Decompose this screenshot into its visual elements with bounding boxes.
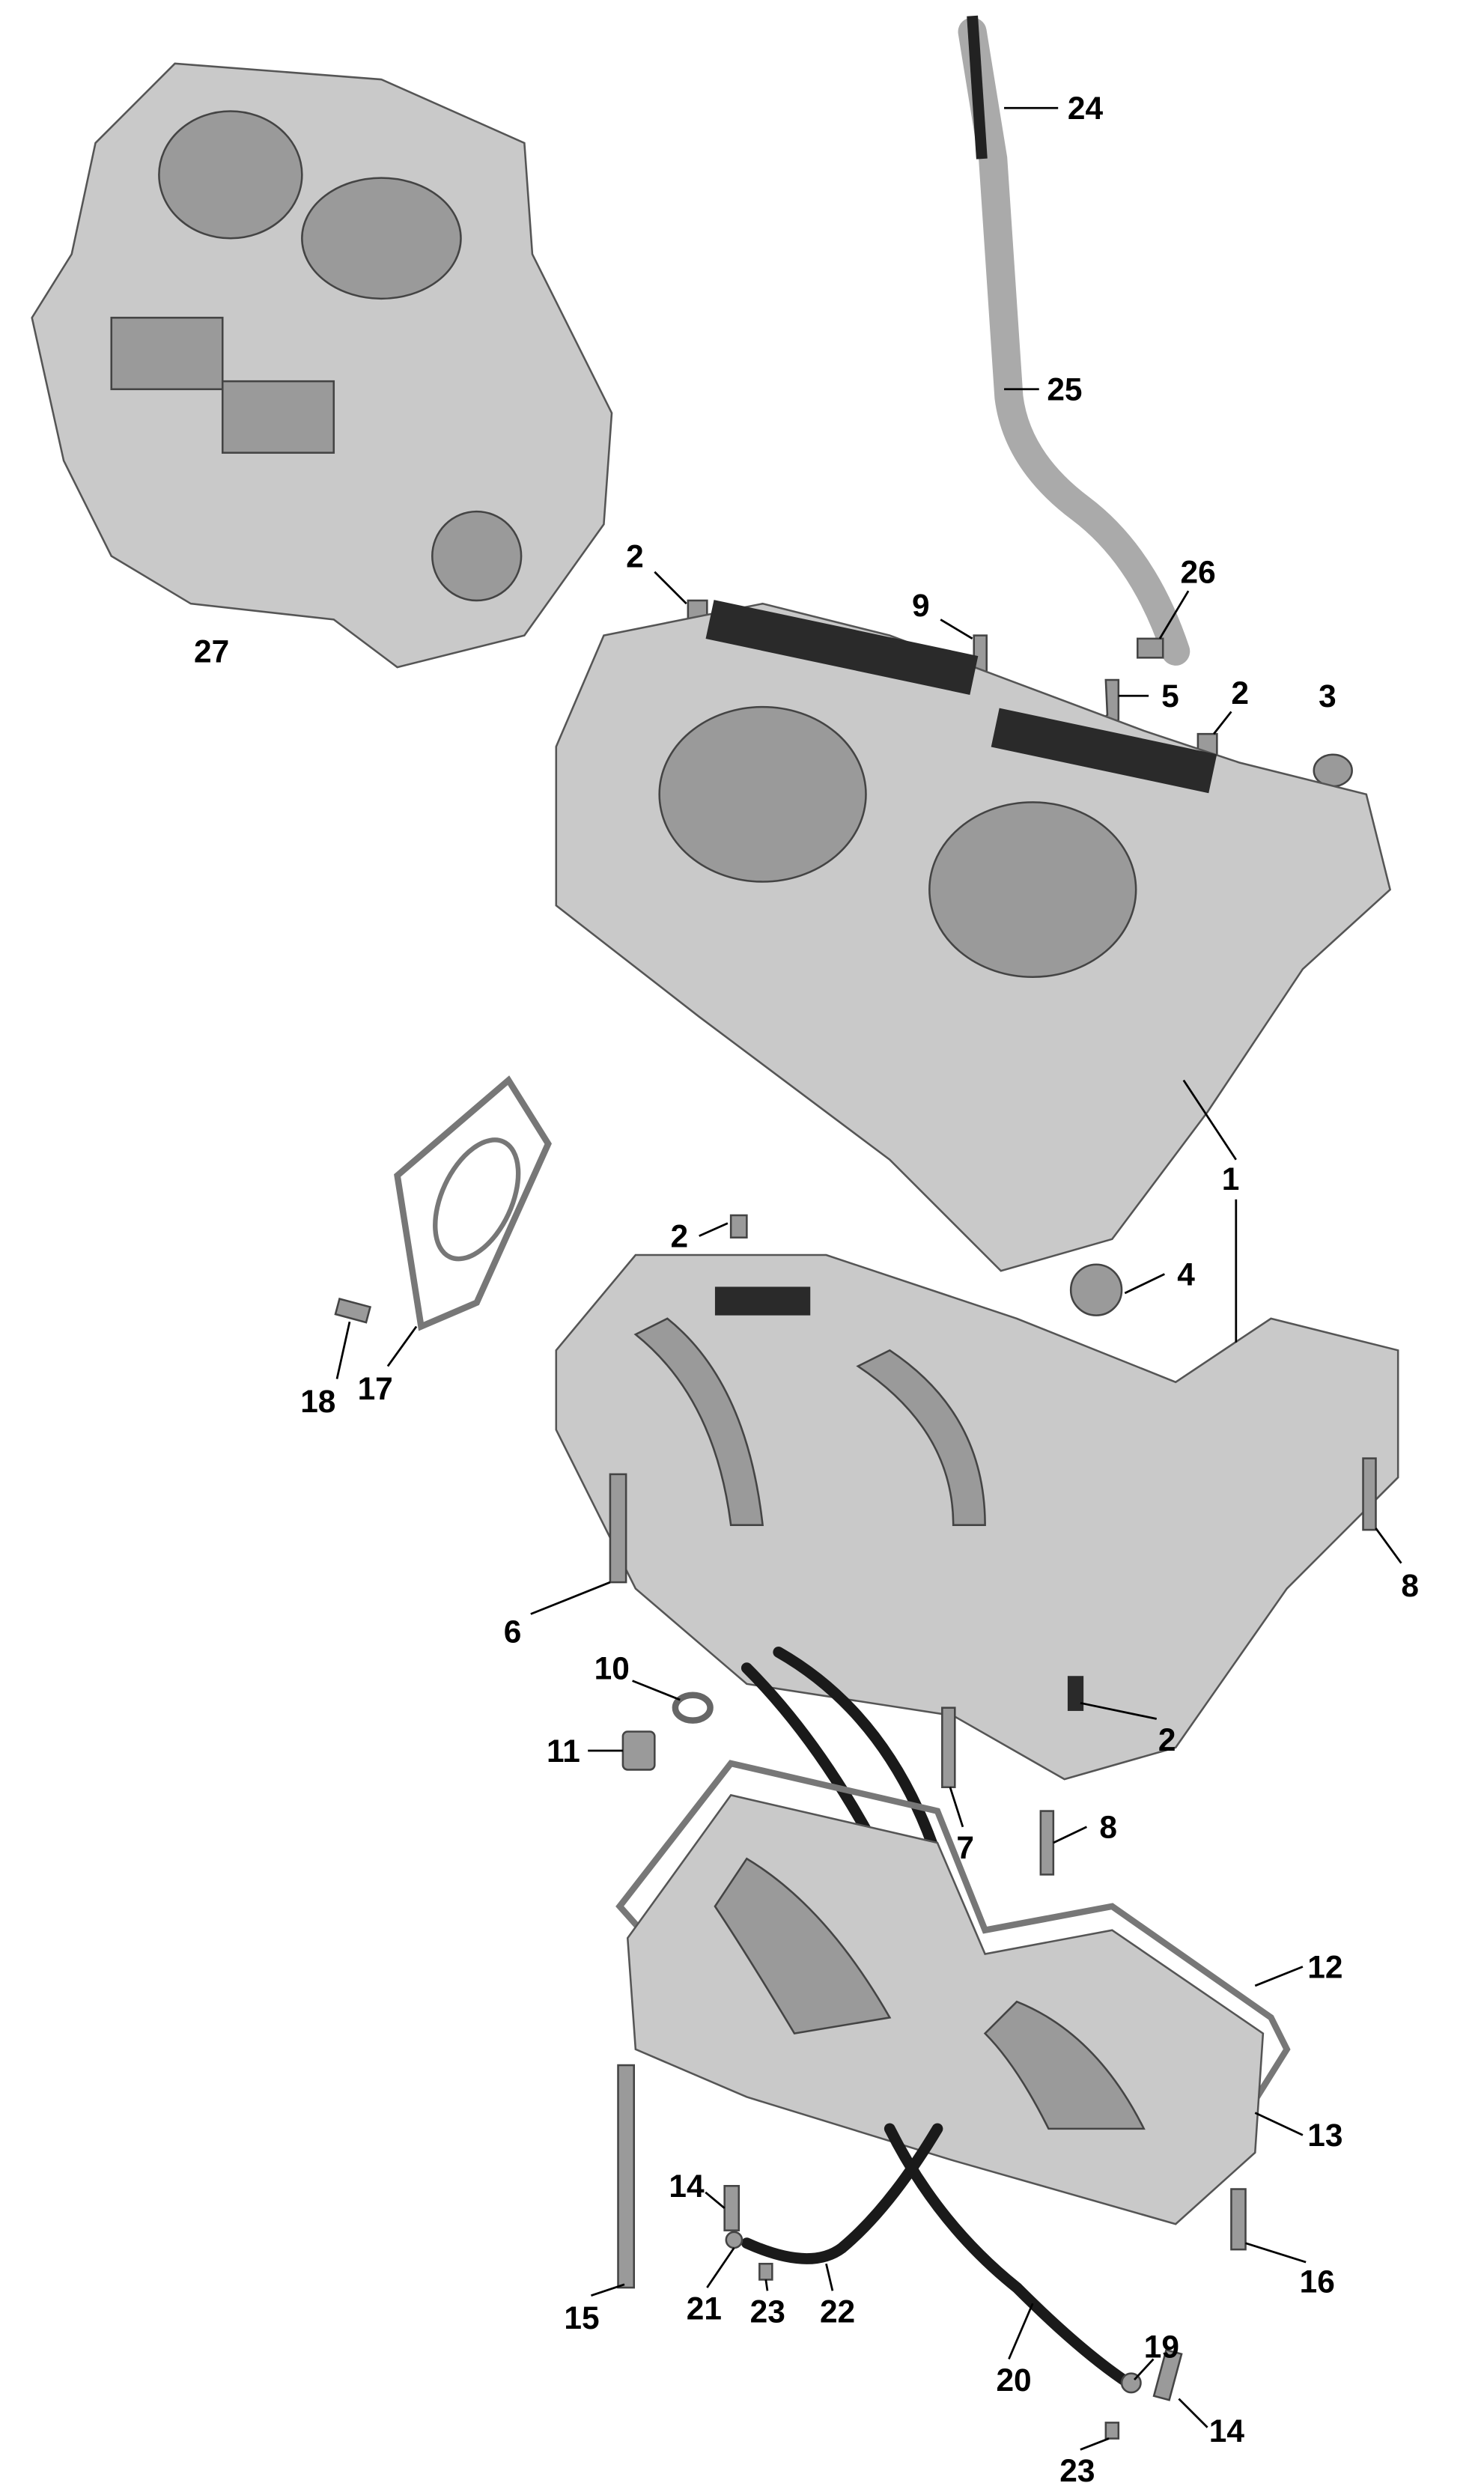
part-1-upper-crankcase[interactable] [555,600,1392,1272]
part-21-clamp[interactable] [725,2231,743,2249]
part-7-bolt[interactable] [941,1707,956,1789]
callout-17: 17 [358,1371,393,1406]
callout-2: 2 [626,538,644,574]
callout-2: 2 [1231,675,1249,711]
callout-25: 25 [1047,372,1082,407]
part-16-bolt[interactable] [1230,2188,1247,2251]
callout-7: 7 [956,1830,974,1865]
callout-11: 11 [547,1733,580,1769]
part-13-oil-pan[interactable] [626,1793,1265,2225]
part-14-fitting[interactable] [723,2184,741,2231]
callout-14: 14 [669,2169,705,2204]
callout-26: 26 [1181,555,1216,590]
callout-20: 20 [996,2362,1031,2398]
part-23-clip[interactable] [1104,2422,1120,2440]
part-15-bolt[interactable] [617,2064,636,2289]
part-20-hose[interactable] [884,2123,1134,2389]
part-14-fitting[interactable] [1152,2348,1183,2401]
leader-lines [335,106,1402,2451]
part-18-pin[interactable] [334,1297,372,1324]
callout-24: 24 [1068,91,1104,126]
callout-15: 15 [564,2300,599,2335]
part-6-bolt[interactable] [609,1473,627,1584]
part-2-dowel[interactable] [729,1214,748,1239]
callout-12: 12 [1307,1949,1342,1984]
callout-27: 27 [194,634,229,669]
part-10-o-ring[interactable] [672,1692,714,1724]
callout-3: 3 [1319,678,1336,714]
callout-9: 9 [912,588,930,623]
part-lower-crankcase[interactable] [555,1253,1399,1781]
callout-18: 18 [300,1384,335,1419]
part-11-plug[interactable] [621,1730,656,1771]
part-8-bolt[interactable] [1039,1810,1055,1876]
callout-16: 16 [1300,2264,1335,2299]
callout-1: 1 [1222,1161,1240,1197]
callout-21: 21 [687,2291,722,2326]
callout-19: 19 [1144,2329,1179,2364]
callout-2: 2 [671,1218,689,1253]
callout-23: 23 [750,2294,785,2329]
part-3-plug[interactable] [1313,753,1353,788]
part-4-seal[interactable] [1069,1263,1123,1316]
callout-4: 4 [1177,1256,1195,1292]
callout-10: 10 [594,1650,630,1686]
part-8-bolt[interactable] [1362,1457,1377,1531]
part-22-hose[interactable] [741,2123,943,2264]
part-23-clip[interactable] [758,2262,773,2281]
callout-23: 23 [1059,2453,1095,2483]
callout-8: 8 [1401,1568,1419,1603]
callout-13: 13 [1307,2118,1342,2153]
callout-2: 2 [1158,1722,1176,1757]
part-27-crankcase-assembly[interactable] [31,62,613,669]
callout-5: 5 [1161,678,1179,714]
callout-8: 8 [1099,1810,1117,1845]
callout-6: 6 [504,1614,522,1650]
callout-14: 14 [1209,2413,1245,2449]
callout-labels: 24 25 26 2 9 5 2 3 27 1 2 4 18 17 8 6 10… [194,91,1419,2483]
part-25-oil-tube[interactable] [958,15,1190,666]
part-26-clamp[interactable] [1136,637,1164,659]
callout-22: 22 [820,2294,855,2329]
part-17-gasket[interactable] [394,1075,552,1331]
